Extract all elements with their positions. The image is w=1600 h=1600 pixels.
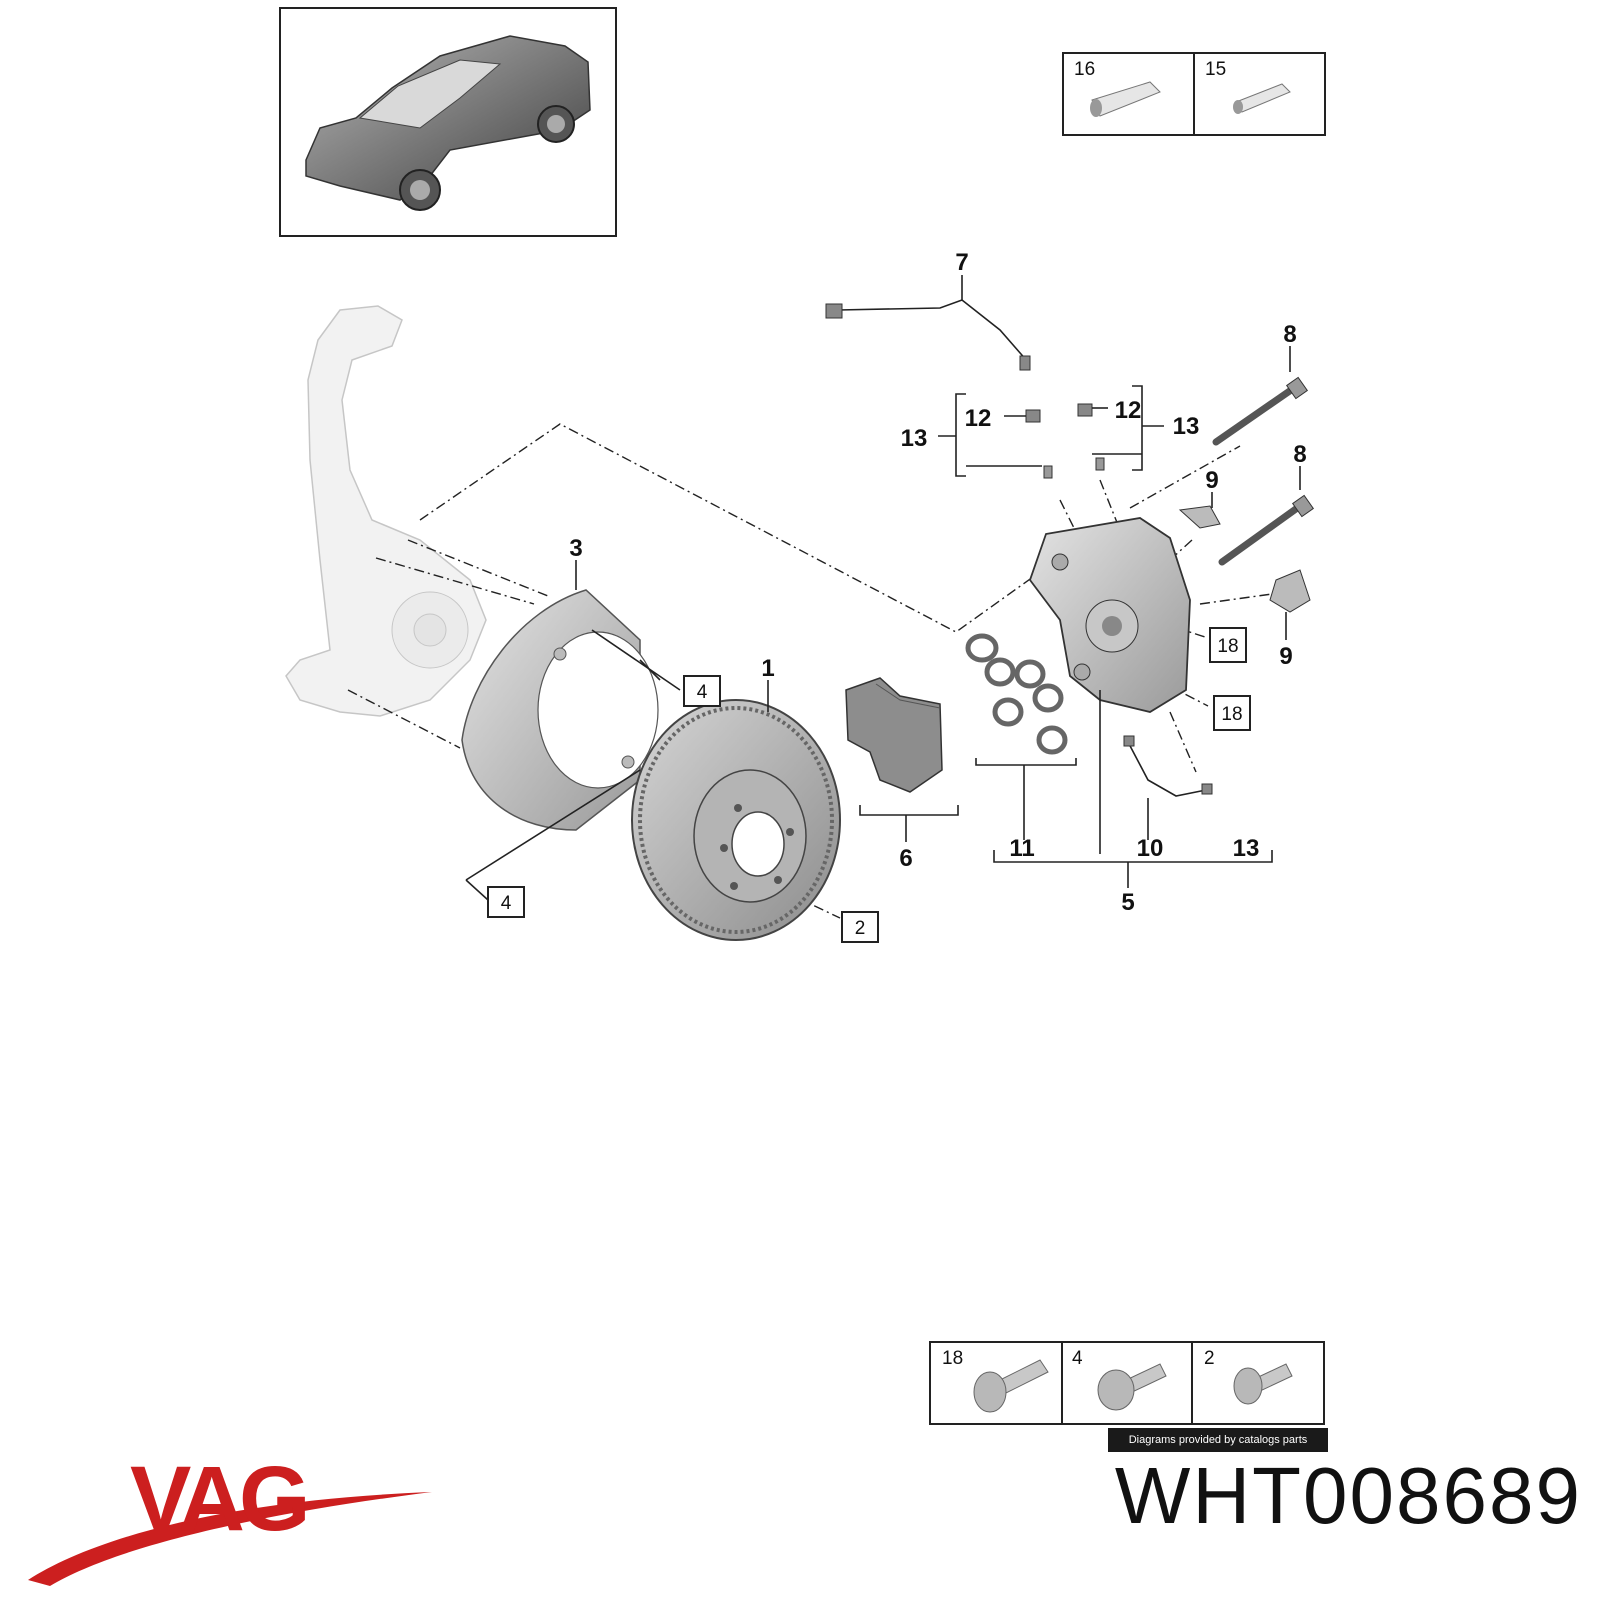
callout-6: 6 xyxy=(899,845,912,872)
bleed-valves xyxy=(1025,403,1105,479)
legend-cell-15: 15 xyxy=(1205,59,1226,80)
callout-3: 3 xyxy=(569,535,582,562)
callout-numbers: 1 3 5 6 7 8 8 9 9 10 11 12 12 13 13 13 xyxy=(569,249,1306,916)
boxed-callouts: 4 4 2 18 18 xyxy=(487,627,1251,943)
part-number: WHT008689 xyxy=(1114,1451,1582,1540)
legend-cell-2: 2 xyxy=(1204,1348,1215,1369)
vag-logo: VAG xyxy=(28,1448,432,1586)
paste-tube-icon xyxy=(1233,83,1291,114)
brand-name: VAG xyxy=(130,1448,305,1550)
top-legend-table: 16 15 xyxy=(1062,52,1326,136)
boxed-callout-4-upper: 4 xyxy=(697,682,708,703)
brake-disc xyxy=(631,699,841,941)
callout-9-lower: 9 xyxy=(1279,643,1292,670)
callout-12-left: 12 xyxy=(965,405,992,432)
callout-11: 11 xyxy=(1009,835,1034,862)
legend-cell-4: 4 xyxy=(1072,1348,1083,1369)
brake-pads xyxy=(845,677,943,793)
grease-tube-icon xyxy=(1090,81,1161,117)
callout-12-right: 12 xyxy=(1115,397,1142,424)
leader-lines xyxy=(465,385,1287,901)
boxed-callout-18-lower: 18 xyxy=(1221,704,1242,725)
legend-cell-18: 18 xyxy=(942,1348,963,1369)
splined-bolt-icon xyxy=(973,1359,1049,1413)
catalog-credit: Diagrams provided by catalogs parts xyxy=(1108,1428,1328,1452)
vehicle-thumbnail xyxy=(279,7,617,237)
anti-rattle-springs xyxy=(1178,505,1311,613)
caliper-seal-rings xyxy=(965,633,1068,755)
callout-13-left: 13 xyxy=(901,425,928,452)
flange-bolt-icon xyxy=(1097,1363,1167,1411)
brake-caliper xyxy=(1028,517,1191,713)
boxed-callout-18-upper: 18 xyxy=(1217,636,1238,657)
callout-10: 10 xyxy=(1137,835,1164,862)
brake-splash-shield xyxy=(461,589,659,831)
callout-8-upper: 8 xyxy=(1283,321,1296,348)
callout-13-bottom: 13 xyxy=(1233,835,1260,862)
legend-cell-16: 16 xyxy=(1074,59,1095,80)
callout-9-upper: 9 xyxy=(1205,467,1218,494)
callout-7: 7 xyxy=(955,249,968,276)
caliper-bolts xyxy=(1212,346,1315,566)
countersunk-bolt-icon xyxy=(1233,1363,1293,1405)
bottom-legend-table: 18 4 2 xyxy=(929,1341,1325,1425)
callout-5: 5 xyxy=(1121,889,1134,916)
boxed-callout-4-lower: 4 xyxy=(501,893,512,914)
callout-8-lower: 8 xyxy=(1293,441,1306,468)
brake-hose xyxy=(1123,735,1213,797)
boxed-callout-2: 2 xyxy=(855,918,866,939)
callout-1: 1 xyxy=(761,655,774,682)
callout-13-right: 13 xyxy=(1173,413,1200,440)
wear-sensor-cable xyxy=(825,275,1031,371)
steering-knuckle xyxy=(285,305,487,717)
